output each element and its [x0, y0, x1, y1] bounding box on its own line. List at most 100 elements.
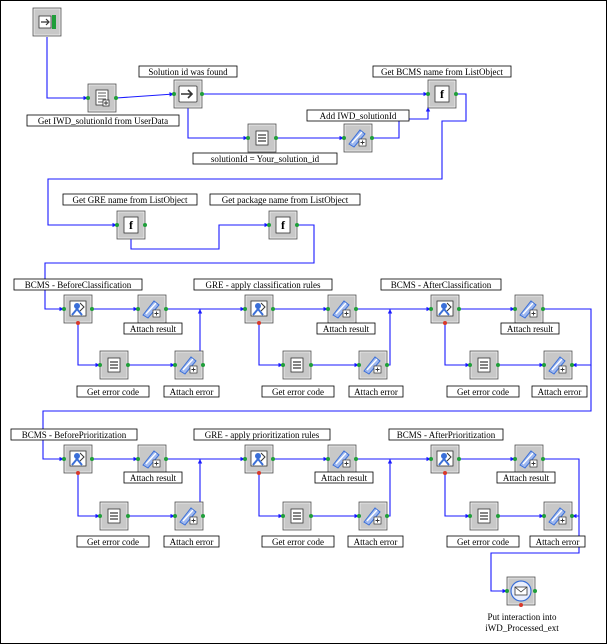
- list-icon: [477, 508, 491, 524]
- output-port: [201, 363, 205, 367]
- input-port: [173, 514, 177, 518]
- node-r1-s1[interactable]: [62, 294, 94, 325]
- node-label-text: Add IWD_solutionId: [320, 111, 397, 121]
- input-port: [243, 307, 247, 311]
- connector-arrowhead: [539, 513, 544, 519]
- node-r1-a2[interactable]: [326, 294, 358, 324]
- node-r2-s1[interactable]: [62, 444, 94, 475]
- input-port: [542, 514, 546, 518]
- attach-icon: [548, 356, 567, 375]
- node-label-text: Attach error: [354, 537, 398, 547]
- node-r1-s2[interactable]: [243, 294, 275, 325]
- input-port: [505, 589, 509, 593]
- connector-arrowhead: [243, 135, 248, 141]
- input-port: [468, 363, 472, 367]
- node-label: Get package name from ListObject: [209, 193, 361, 206]
- node-r2-a3[interactable]: [513, 444, 545, 474]
- node-r2-e1[interactable]: [98, 501, 130, 531]
- node-label: BCMS - AfterClassification: [380, 278, 502, 291]
- connector-line: [130, 224, 269, 250]
- input-port: [429, 457, 433, 461]
- svg-text:f: f: [281, 218, 286, 232]
- input-port: [513, 457, 517, 461]
- node-r1-s3[interactable]: [429, 294, 461, 325]
- connector-arrowhead: [465, 513, 470, 519]
- input-port: [542, 363, 546, 367]
- service-icon: [250, 450, 268, 467]
- input-port: [357, 363, 361, 367]
- node-label: Attach result: [500, 322, 560, 335]
- node-label-text: Get BCMS name from ListObject: [381, 67, 503, 77]
- node-sol-assign[interactable]: [246, 123, 278, 153]
- attach-icon: [179, 507, 198, 526]
- output-port: [309, 363, 313, 367]
- node-put-queue[interactable]: [505, 576, 537, 607]
- node-label: Attach error: [347, 535, 404, 548]
- connector-line: [77, 473, 100, 517]
- input-port: [267, 223, 271, 227]
- node-r2-x3[interactable]: [542, 501, 574, 531]
- node-label-text: Attach result: [503, 473, 550, 483]
- node-r1-e2[interactable]: [281, 350, 313, 380]
- node-get-iwd[interactable]: [86, 83, 118, 113]
- output-port: [90, 307, 94, 311]
- connector-line: [47, 93, 467, 226]
- node-get-bcms[interactable]: f: [426, 79, 458, 109]
- input-port: [115, 223, 119, 227]
- node-r2-e2[interactable]: [281, 501, 313, 531]
- error-port: [257, 321, 261, 325]
- node-r1-e3[interactable]: [468, 350, 500, 380]
- node-label-text: Put interaction into: [488, 612, 557, 622]
- node-r2-a1[interactable]: [136, 444, 168, 474]
- node-r2-x2[interactable]: [357, 501, 389, 531]
- input-port: [468, 514, 472, 518]
- list-icon: [290, 508, 304, 524]
- node-r2-e3[interactable]: [468, 501, 500, 531]
- node-label: Attach error: [163, 385, 220, 398]
- connector-arrowhead: [387, 459, 393, 464]
- connector-line: [44, 224, 315, 310]
- connector-arrowhead: [510, 306, 515, 312]
- node-r1-a3[interactable]: [513, 294, 545, 324]
- output-port: [496, 363, 500, 367]
- node-add-iwd[interactable]: [342, 123, 374, 153]
- node-r1-x3[interactable]: [542, 350, 574, 380]
- node-r1-a1[interactable]: [136, 294, 168, 324]
- node-get-pkg[interactable]: f: [267, 210, 299, 240]
- node-label: GRE - apply classification rules: [193, 278, 333, 291]
- output-port: [457, 457, 461, 461]
- connector-line: [387, 459, 391, 517]
- svg-text:f: f: [129, 218, 134, 232]
- node-start[interactable]: [32, 7, 62, 37]
- input-port: [281, 363, 285, 367]
- node-sol-found[interactable]: [172, 79, 204, 109]
- node-label-text: GRE - apply classification rules: [206, 280, 321, 290]
- output-port: [126, 363, 130, 367]
- input-port: [246, 136, 250, 140]
- node-r1-e1[interactable]: [98, 350, 130, 380]
- node-r1-x1[interactable]: [173, 350, 205, 380]
- output-port: [541, 307, 545, 311]
- list-icon: [107, 508, 121, 524]
- node-label: Add IWD_solutionId: [306, 109, 410, 122]
- output-port: [164, 307, 168, 311]
- node-label: Attach error: [531, 385, 588, 398]
- node-frame[interactable]: [543, 350, 573, 380]
- output-port: [143, 223, 147, 227]
- node-label: Solution id was found: [138, 65, 238, 78]
- node-r2-s3[interactable]: [429, 444, 461, 475]
- node-r1-x2[interactable]: [357, 350, 389, 380]
- connector-arrowhead: [278, 513, 283, 519]
- node-label: Get GRE name from ListObject: [62, 193, 198, 206]
- node-label-text: Attach error: [538, 387, 582, 397]
- node-r2-s2[interactable]: [243, 444, 275, 475]
- node-label-text: Solution id was found: [148, 67, 228, 77]
- list-icon: [255, 130, 269, 146]
- node-r2-a2[interactable]: [326, 444, 358, 474]
- node-get-gre[interactable]: f: [115, 210, 147, 240]
- node-r2-x1[interactable]: [173, 501, 205, 531]
- error-port: [519, 603, 523, 607]
- node-label: Get error code: [261, 535, 335, 548]
- connector-line: [258, 323, 283, 366]
- output-port: [90, 457, 94, 461]
